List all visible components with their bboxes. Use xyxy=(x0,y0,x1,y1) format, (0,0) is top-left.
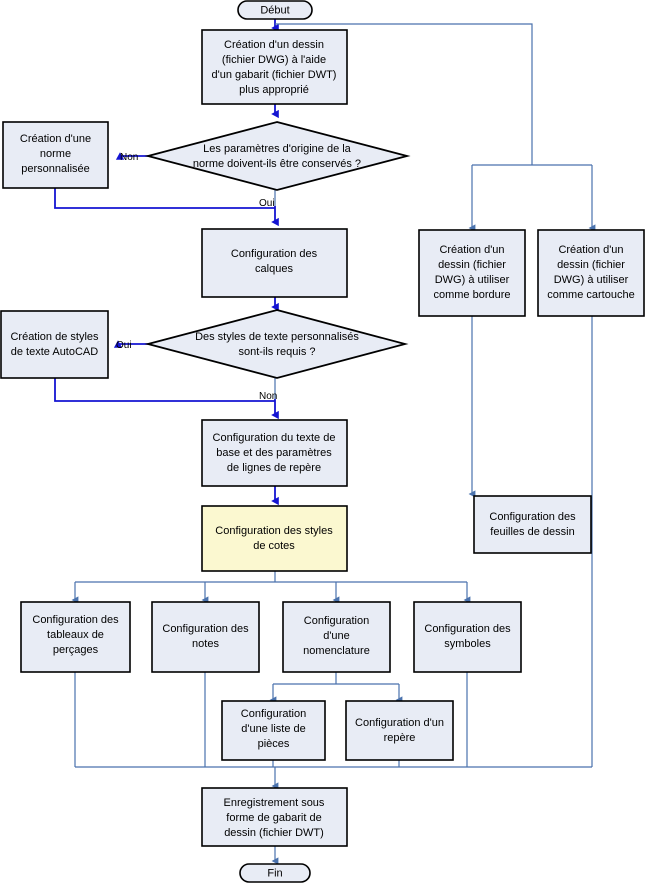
node-create-drawing[interactable]: Création d'un dessin (fichier DWG) à l'a… xyxy=(201,29,348,105)
node-hole-tables[interactable]: Configuration des tableaux de perçages xyxy=(20,601,131,673)
node-sheets[interactable]: Configuration des feuilles de dessin xyxy=(473,495,592,554)
edge-custom-standard-rejoin xyxy=(54,188,275,209)
node-layers[interactable]: Configuration des calques xyxy=(201,228,348,298)
node-save-template-line3: dessin (fichier DWT) xyxy=(224,827,324,839)
node-parts-list[interactable]: Configuration d'une liste de pièces xyxy=(221,700,326,761)
node-create-drawing-line4: plus approprié xyxy=(239,84,309,96)
node-base-text[interactable]: Configuration du texte de base et des pa… xyxy=(201,419,348,487)
node-sheets-line1: Configuration des xyxy=(489,511,576,523)
node-dim-styles-line2: de cotes xyxy=(253,540,295,552)
node-hole-tables-line2: tableaux de xyxy=(47,629,104,641)
node-notes-line1: Configuration des xyxy=(162,623,249,635)
edge-start-to-right-branch xyxy=(275,23,533,165)
node-decision-standard-line1: Les paramètres d'origine de la xyxy=(203,143,352,155)
node-nomenclature[interactable]: Configuration d'une nomenclature xyxy=(282,601,391,673)
node-border-drawing-line4: comme bordure xyxy=(433,289,510,301)
node-autocad-text-styles-line1: Création de styles xyxy=(10,331,99,343)
node-notes-line2: notes xyxy=(192,638,219,650)
edge-label-textstyles-no: Non xyxy=(259,391,277,402)
node-notes[interactable]: Configuration des notes xyxy=(151,601,260,673)
node-decision-textstyles-line1: Des styles de texte personnalisés xyxy=(195,331,359,343)
node-save-template-line2: forme de gabarit de xyxy=(226,812,321,824)
node-border-drawing-line1: Création d'un xyxy=(439,244,504,256)
node-decision-textstyles-line2: sont-ils requis ? xyxy=(238,346,315,358)
node-custom-standard-line2: norme xyxy=(40,148,71,160)
node-save-template[interactable]: Enregistrement sous forme de gabarit de … xyxy=(201,787,348,847)
node-parts-list-line1: Configuration xyxy=(241,708,306,720)
connector-layer xyxy=(54,18,596,865)
edge-label-layer: Non Oui Oui Non xyxy=(116,152,277,402)
node-start-label: Début xyxy=(260,4,289,16)
node-base-text-line1: Configuration du texte de xyxy=(213,432,336,444)
node-create-drawing-line3: d'un gabarit (fichier DWT) xyxy=(212,69,337,81)
node-border-drawing-line2: dessin (fichier xyxy=(438,259,506,271)
node-balloon-line1: Configuration d'un xyxy=(355,717,444,729)
node-decision-textstyles[interactable]: Des styles de texte personnalisés sont-i… xyxy=(144,309,409,379)
edge-label-textstyles-yes: Oui xyxy=(116,340,132,351)
node-border-drawing-line3: DWG) à utiliser xyxy=(435,274,510,286)
node-sheets-line2: feuilles de dessin xyxy=(490,526,574,538)
node-nomenclature-line3: nomenclature xyxy=(303,645,370,657)
node-create-drawing-line1: Création d'un dessin xyxy=(224,39,324,51)
node-layers-line2: calques xyxy=(255,263,293,275)
node-autocad-text-styles-line2: de texte AutoCAD xyxy=(11,346,98,358)
node-parts-list-line3: pièces xyxy=(258,738,290,750)
node-symbols-line1: Configuration des xyxy=(424,623,511,635)
node-parts-list-line2: d'une liste de xyxy=(241,723,305,735)
edge-label-standard-no: Non xyxy=(120,152,138,163)
node-custom-standard-line3: personnalisée xyxy=(21,163,90,175)
node-custom-standard[interactable]: Création d'une norme personnalisée xyxy=(2,121,109,189)
node-dim-styles[interactable]: Configuration des styles de cotes xyxy=(201,505,348,572)
node-decision-standard-line2: norme doivent-ils être conservés ? xyxy=(193,158,361,170)
node-end-label: Fin xyxy=(267,867,282,879)
node-base-text-line3: de lignes de repère xyxy=(227,462,321,474)
node-titleblock-drawing-line2: dessin (fichier xyxy=(557,259,625,271)
node-start[interactable]: Début xyxy=(237,0,313,20)
node-base-text-line2: base et des paramètres xyxy=(216,447,332,459)
node-decision-standard[interactable]: Les paramètres d'origine de la norme doi… xyxy=(144,121,411,191)
node-dim-styles-line1: Configuration des styles xyxy=(215,525,333,537)
node-titleblock-drawing-line3: DWG) à utiliser xyxy=(554,274,629,286)
node-balloon[interactable]: Configuration d'un repère xyxy=(345,700,454,761)
node-titleblock-drawing[interactable]: Création d'un dessin (fichier DWG) à uti… xyxy=(537,229,645,317)
node-border-drawing[interactable]: Création d'un dessin (fichier DWG) à uti… xyxy=(418,229,526,317)
node-nomenclature-line1: Configuration xyxy=(304,615,369,627)
node-titleblock-drawing-line4: comme cartouche xyxy=(547,289,634,301)
node-end[interactable]: Fin xyxy=(239,863,311,883)
node-symbols-line2: symboles xyxy=(444,638,491,650)
node-layers-line1: Configuration des xyxy=(231,248,318,260)
node-hole-tables-line3: perçages xyxy=(53,644,99,656)
node-save-template-line1: Enregistrement sous xyxy=(224,797,325,809)
edge-autocad-text-rejoin xyxy=(54,378,275,402)
node-create-drawing-line2: (fichier DWG) à l'aide xyxy=(222,54,326,66)
node-symbols[interactable]: Configuration des symboles xyxy=(413,601,522,673)
node-custom-standard-line1: Création d'une xyxy=(20,133,91,145)
node-autocad-text-styles[interactable]: Création de styles de texte AutoCAD xyxy=(0,310,109,379)
node-titleblock-drawing-line1: Création d'un xyxy=(558,244,623,256)
node-hole-tables-line1: Configuration des xyxy=(32,614,119,626)
node-nomenclature-line2: d'une xyxy=(323,630,350,642)
node-balloon-line2: repère xyxy=(384,732,416,744)
edge-label-standard-yes: Oui xyxy=(259,198,275,209)
